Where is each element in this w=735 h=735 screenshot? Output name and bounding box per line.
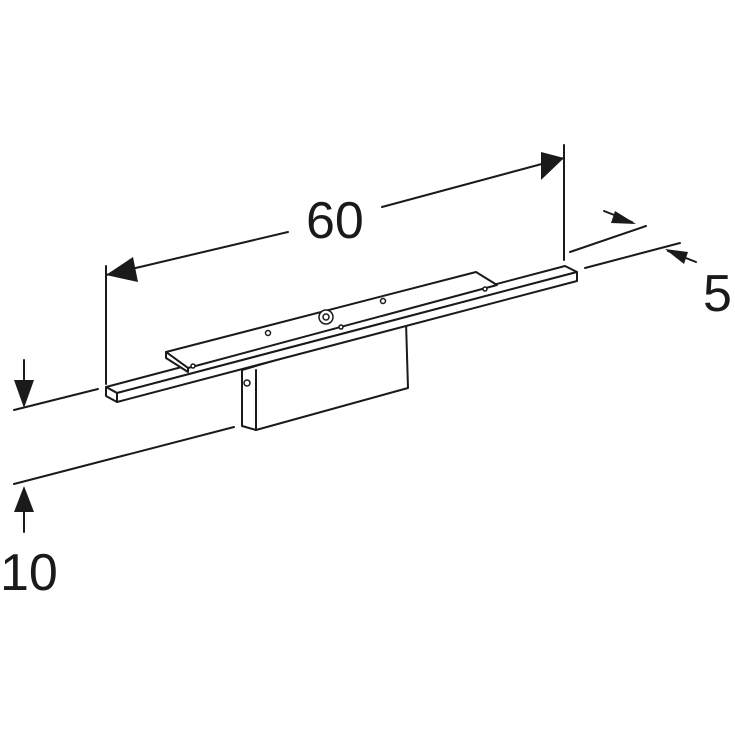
height-arrow-top [14,380,34,408]
width-dimension-line-right [381,157,565,208]
mounting-plate [165,271,498,373]
height-arrow-bottom [14,486,34,512]
height-label: 10 [0,544,58,602]
width-arrow-left [106,257,138,282]
height-extension-bottom [13,426,235,485]
depth-extension-top [569,225,647,253]
depth-label: 5 [703,265,732,323]
width-arrow-right [541,152,564,180]
height-dimension: 10 [0,359,235,602]
depth-arrow-top [611,211,636,224]
depth-arrow-bottom [665,249,688,264]
light-fixture [105,265,578,431]
width-label: 60 [306,192,364,250]
depth-extension-bottom [584,242,681,269]
width-dimension-line-left [105,231,289,276]
depth-dimension: 5 [569,210,732,323]
width-dimension: 60 [105,144,565,385]
height-extension-top [13,388,99,411]
